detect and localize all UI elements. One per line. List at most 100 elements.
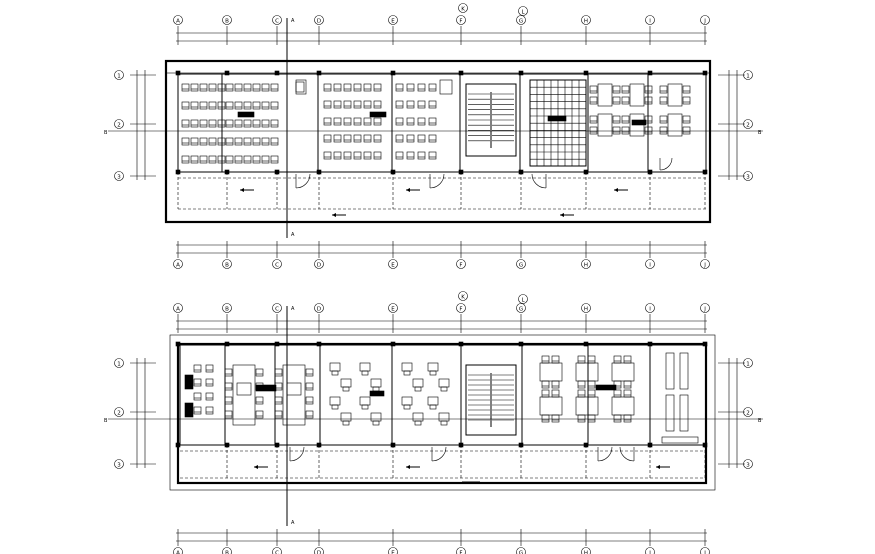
grid-bubble [222,547,232,554]
serving-counter [631,119,647,126]
structural-column [224,341,230,347]
arrow-head [332,213,336,217]
grid-bubble-label: A [176,306,180,312]
chair [343,134,352,143]
chair [208,155,217,164]
grid-bubble [314,259,324,269]
column-grid-bubble-top: G [516,303,526,313]
chair [225,137,234,146]
grid-bubble [314,547,324,554]
structural-column [458,442,464,448]
exit-flow-arrow [406,188,420,192]
grid-bubble-label: J [703,550,706,554]
dining-table [575,396,599,416]
row-grid-bubble-left: 3 [114,459,124,469]
column-grid-bubble-bottom: A [173,259,183,269]
grid-bubble-label: 2 [746,410,750,416]
chair [373,117,382,126]
grid-bubble-label: A [176,550,180,554]
structural-column [175,442,181,448]
grid-bubble [581,15,591,25]
chair [274,410,283,419]
dining-door [619,446,635,462]
dining-table [611,396,635,416]
grid-bubble-label: H [584,262,588,268]
grid-bubble [114,171,124,181]
arrow-head [560,213,564,217]
exit-flow-arrow [332,213,346,217]
structural-column [518,341,524,347]
chair [323,151,332,160]
structural-column [175,341,181,347]
desk [370,412,382,422]
exit-flow-arrow [406,465,420,469]
grid-bubble-label: 2 [117,122,121,128]
column-grid-bubble-extra: L [518,294,528,304]
grid-bubble-label: H [584,18,588,24]
whiteboard [255,384,277,392]
door-arc [295,173,311,189]
chair [252,137,261,146]
chair [623,414,632,423]
chair [353,117,362,126]
arrow-head [406,188,410,192]
axis-marker-label: B [104,130,108,136]
chair [612,96,621,105]
storage-counter [661,436,699,444]
desk-chair [331,404,339,410]
column-grid-bubble-bottom: D [314,259,324,269]
chair [373,100,382,109]
chair [199,83,208,92]
chair [621,115,630,124]
grid-bubble [458,291,468,301]
chair [343,100,352,109]
chair [261,137,270,146]
chair [217,155,226,164]
chair [181,101,190,110]
lab-door [531,173,547,189]
column-grid-bubble-extra: K [458,3,468,13]
grid-bubble-label: 3 [117,462,121,468]
storage-shelf [665,394,675,432]
desk [359,396,371,406]
chair [217,137,226,146]
grid-bubble [173,15,183,25]
desk [329,396,341,406]
column-grid-bubble-extra: L [518,6,528,16]
desk-chair [429,370,437,376]
chair [682,115,691,124]
column-grid-bubble-top: I [645,303,655,313]
whiteboard [369,390,385,397]
chair [621,126,630,135]
grid-bubble [581,303,591,313]
row-grid-bubble-left: 2 [114,407,124,417]
chair [623,355,632,364]
column-grid-bubble-bottom: H [581,547,591,554]
grid-bubble-label: E [391,306,395,312]
desk [359,362,371,372]
structural-column [274,442,280,448]
exit-flow-arrow [240,188,254,192]
chair [193,364,202,373]
grid-bubble-label: K [461,294,465,300]
chair [589,96,598,105]
chair [659,96,668,105]
column-grid-bubble-top: D [314,303,324,313]
arrow-head [656,465,660,469]
chair [644,115,653,124]
chair [270,101,279,110]
whiteboard [369,111,387,118]
chair [224,368,233,377]
chair [274,368,283,377]
chair [417,117,426,126]
grid-bubble-label: E [391,550,395,554]
grid-bubble-label: 1 [746,361,750,367]
chair [243,83,252,92]
serving-counter [595,384,617,391]
axis-marker-label: B [758,418,762,424]
chair [541,389,550,398]
staircase [465,364,517,436]
column-grid-bubble-top: A [173,15,183,25]
chair [333,151,342,160]
desk [401,396,413,406]
